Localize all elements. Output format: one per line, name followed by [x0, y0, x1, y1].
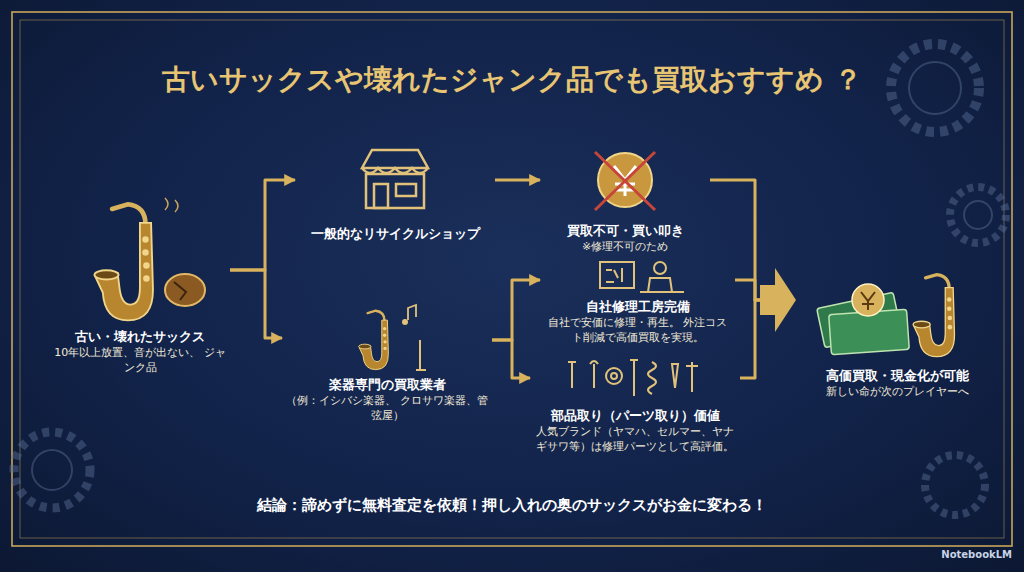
- node-body: 人気ブランド（ヤマハ、セルマー、ヤナ ギサワ等）は修理パーツとして高評価。: [533, 425, 737, 455]
- money-illustration: [817, 275, 955, 357]
- node-heading: 古い・壊れたサックス: [75, 329, 205, 346]
- flow-node: 一般的なリサイクルショップ: [295, 140, 495, 245]
- workshop-icon: [600, 262, 684, 292]
- store-icon: [362, 150, 428, 208]
- flow-arrow: [735, 280, 790, 300]
- specialist-sax-icon: [359, 305, 426, 370]
- flow-arrow: [230, 180, 295, 270]
- flow-arrow: [492, 280, 540, 340]
- node-heading: 楽器専門の買取業者: [329, 377, 446, 394]
- flow-arrow: [230, 270, 282, 338]
- watermark: NotebookLM: [900, 549, 1012, 560]
- flow-node: 買取不可・買い叩き※修理不可のため: [540, 145, 710, 257]
- no-purchase-icon: [595, 152, 655, 210]
- node-body: 新しい命が次のプレイヤーへ: [826, 385, 969, 400]
- flow-arrow: [710, 180, 790, 300]
- node-heading: 一般的なリサイクルショップ: [311, 226, 480, 243]
- node-heading: 自社修理工房完備: [586, 299, 690, 316]
- flow-node: 部品取り（パーツ取り）価値人気ブランド（ヤマハ、セルマー、ヤナ ギサワ等）は修理…: [530, 352, 740, 457]
- outer-frame: [12, 12, 1012, 546]
- node-body: 10年以上放置、音が出ない、 ジャンク品: [53, 346, 227, 376]
- title: 古いサックスや壊れたジャンク品でも買取おすすめ ？: [100, 62, 924, 98]
- flow-arrow: [492, 340, 530, 378]
- node-body: （例：イシバシ楽器、 クロサワ楽器、管弦屋）: [285, 394, 489, 424]
- flow-arrow: [740, 300, 790, 378]
- saxophone-illustration: [94, 198, 205, 320]
- node-heading: 高価買取・現金化が可能: [826, 368, 969, 385]
- flow-node: 自社修理工房完備自社で安価に修理・再生。 外注コスト削減で高価買取を実現。: [540, 258, 735, 348]
- node-body: 自社で安価に修理・再生。 外注コスト削減で高価買取を実現。: [543, 316, 732, 346]
- flow-node: 高価買取・現金化が可能新しい命が次のプレイヤーへ: [790, 262, 1005, 402]
- node-heading: 買取不可・買い叩き: [567, 223, 684, 240]
- conclusion-text: 結論：諦めずに無料査定を依頼！押し入れの奥のサックスがお金に変わる！: [100, 496, 924, 515]
- gear-decoration: [14, 44, 1006, 515]
- flow-node: 古い・壊れたサックス10年以上放置、音が出ない、 ジャンク品: [50, 188, 230, 378]
- flow-arrow: [495, 179, 540, 182]
- flow-node: 楽器専門の買取業者（例：イシバシ楽器、 クロサワ楽器、管弦屋）: [282, 298, 492, 426]
- inner-frame: [20, 20, 1004, 538]
- node-heading: 部品取り（パーツ取り）価値: [551, 408, 720, 425]
- parts-icon: [568, 360, 698, 396]
- node-body: ※修理不可のため: [582, 240, 668, 255]
